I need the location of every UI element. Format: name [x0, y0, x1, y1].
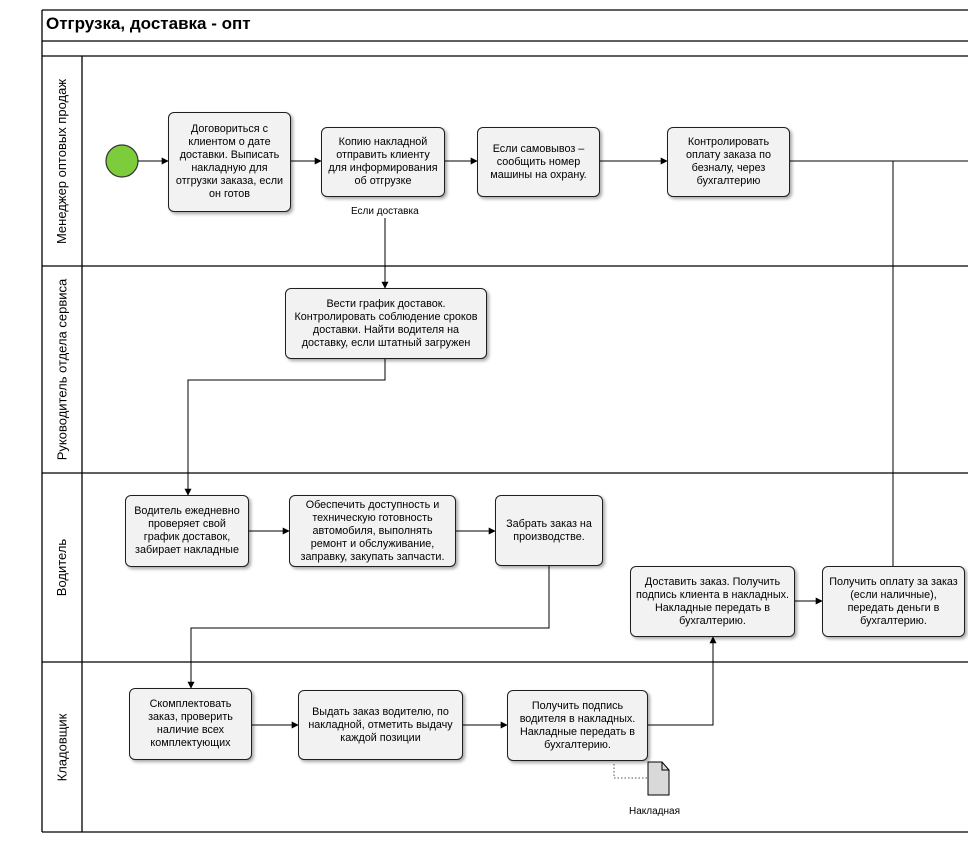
task-deliver-order[interactable]: Доставить заказ. Получить подпись клиент…: [630, 566, 795, 637]
task-collect-order[interactable]: Забрать заказ на производстве.: [495, 495, 603, 566]
lane-label-driver: Водитель: [42, 473, 82, 662]
task-assemble-order[interactable]: Скомплектовать заказ, проверить наличие …: [129, 688, 252, 760]
task-receive-payment[interactable]: Получить оплату за заказ (если наличные)…: [822, 566, 965, 637]
document-label: Накладная: [629, 806, 681, 817]
lane-label-text: Водитель: [54, 538, 70, 597]
task-agree-delivery-date[interactable]: Договориться с клиентом о дате доставки.…: [168, 112, 291, 212]
start-event[interactable]: [105, 144, 139, 178]
lane-label-text: Менеджер оптовых продаж: [54, 78, 70, 244]
lane-label-service-head: Руководитель отдела сервиса: [42, 266, 82, 473]
flow-t13-to-t9: [648, 636, 717, 726]
task-issue-order[interactable]: Выдать заказ водителю, по накладной, отм…: [298, 690, 463, 760]
flow-t8-to-t11: [187, 566, 550, 689]
task-control-payment[interactable]: Контролировать оплату заказа по безналу,…: [667, 127, 790, 197]
lane-label-manager: Менеджер оптовых продаж: [42, 56, 82, 266]
task-vehicle-readiness[interactable]: Обеспечить доступность и техническую гот…: [289, 495, 456, 567]
lane-label-storekeeper: Кладовщик: [42, 662, 82, 832]
edge-label-delivery: Если доставка: [351, 206, 419, 217]
task-delivery-schedule[interactable]: Вести график доставок. Контролировать со…: [285, 288, 487, 359]
flow-t10-up: [892, 160, 968, 567]
data-association: [613, 764, 648, 779]
document-icon: [647, 761, 670, 796]
task-pickup-notify-security[interactable]: Если самовывоз – сообщить номер машины н…: [477, 127, 600, 197]
pool-frame: [41, 9, 968, 833]
page-title: Отгрузка, доставка - опт: [46, 14, 251, 33]
task-driver-check-schedule[interactable]: Водитель ежедневно проверяет свой график…: [125, 495, 249, 567]
lane-label-text: Руководитель отдела сервиса: [54, 278, 70, 461]
lane-separators: [42, 265, 968, 663]
flow-t5-to-t6: [184, 359, 386, 496]
lane-label-text: Кладовщик: [54, 713, 70, 781]
task-driver-signature[interactable]: Получить подпись водителя в накладных. Н…: [507, 690, 648, 761]
task-send-invoice-copy[interactable]: Копию накладной отправить клиенту для ин…: [321, 127, 445, 197]
connectors: [138, 157, 968, 729]
document-fold: [661, 762, 669, 771]
